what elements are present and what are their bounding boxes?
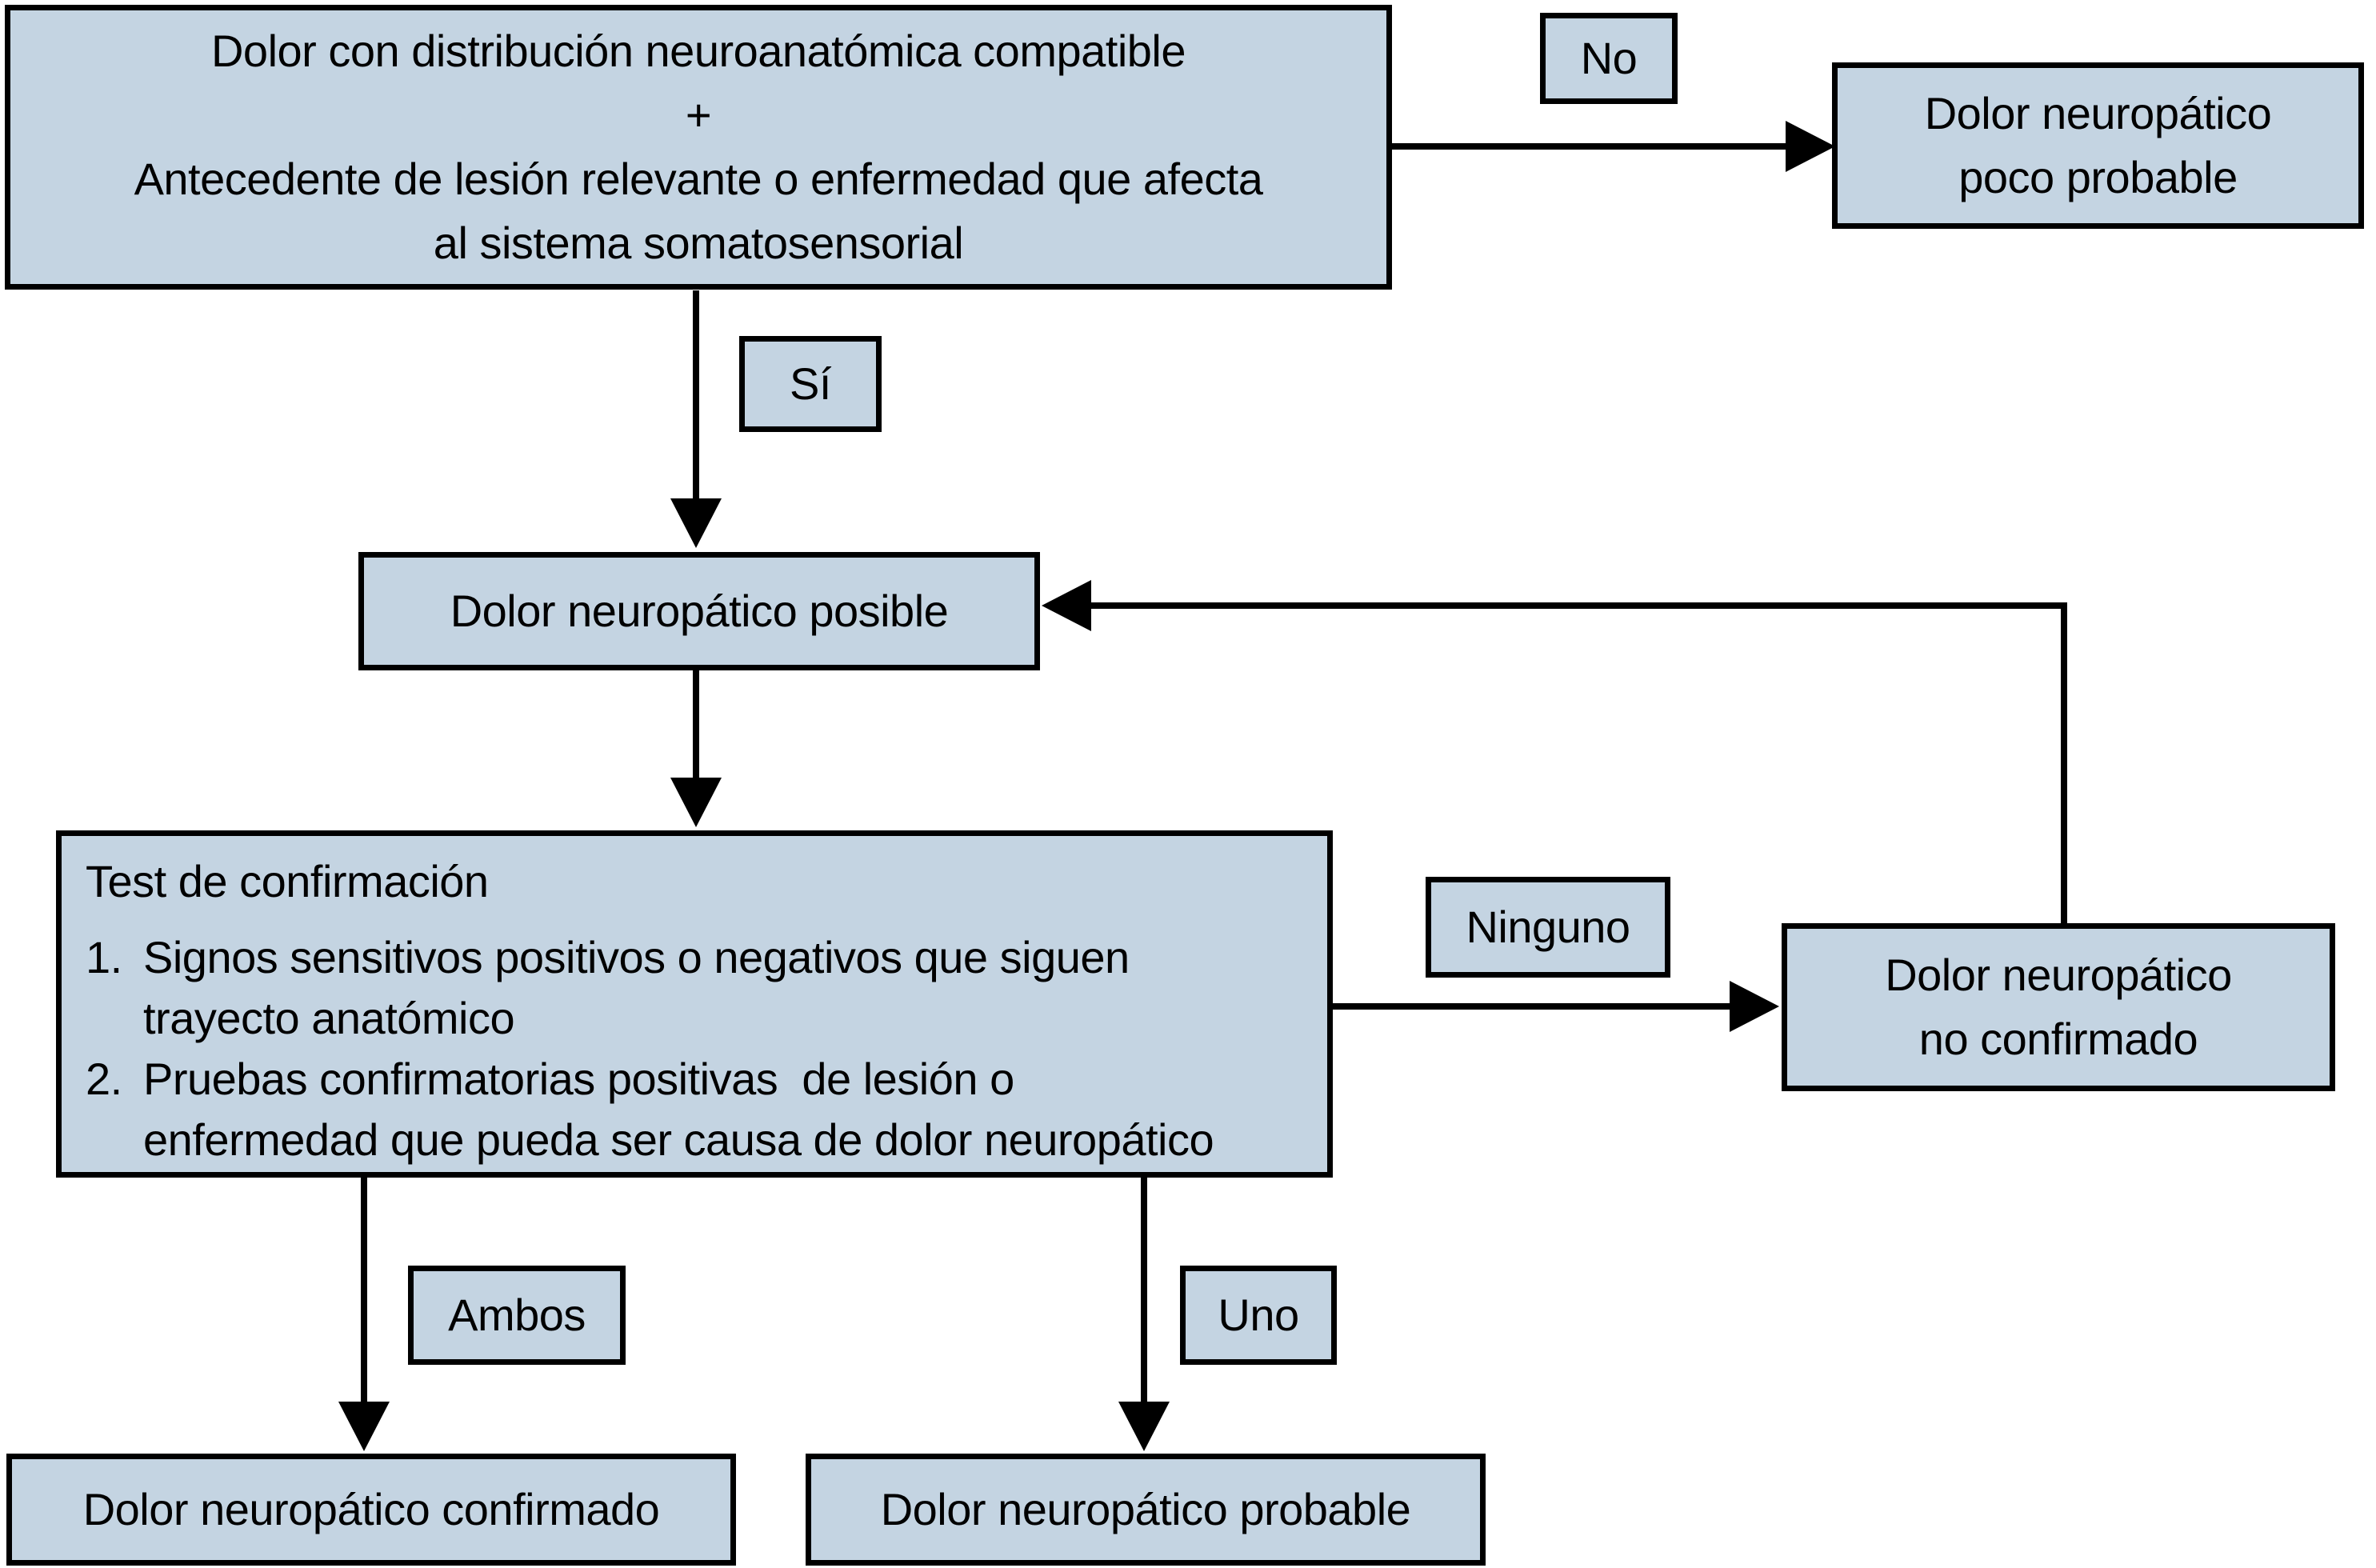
confirmation-test-item-2: 2. Pruebas confirmatorias positivas de l… <box>86 1049 1305 1170</box>
arrow-criteria-to-unlikely-head <box>1786 121 1835 172</box>
confirmation-test-item-2-marker: 2. <box>86 1054 122 1104</box>
arrow-criteria-to-possible-head <box>670 498 722 548</box>
node-confirmed-text: Dolor neuropático confirmado <box>82 1484 660 1534</box>
node-confirmed: Dolor neuropático confirmado <box>6 1454 736 1566</box>
arrow-possible-to-test-line <box>693 670 699 778</box>
arrow-test-to-probable-line <box>1141 1178 1147 1403</box>
edge-label-si: Sí <box>739 336 882 432</box>
node-unlikely-text: Dolor neuropático poco probable <box>1924 88 2272 202</box>
edge-label-no: No <box>1540 13 1678 104</box>
arrow-criteria-to-possible-line <box>693 290 699 498</box>
node-possible-text: Dolor neuropático posible <box>450 586 949 636</box>
arrow-test-to-confirmed-head <box>338 1402 390 1451</box>
node-probable-text: Dolor neuropático probable <box>880 1484 1411 1534</box>
edge-label-no-text: No <box>1580 33 1638 83</box>
confirmation-test-item-1: 1. Signos sensitivos positivos o negativ… <box>86 927 1305 1049</box>
confirmation-test-item-1-marker: 1. <box>86 932 122 982</box>
confirmation-test-item-2-text: Pruebas confirmatorias positivas de lesi… <box>143 1054 1214 1165</box>
confirmation-test-title: Test de confirmación <box>86 856 489 906</box>
edge-label-ambos: Ambos <box>408 1266 626 1365</box>
arrow-not-confirmed-feedback-horizontal <box>1091 602 2067 609</box>
edge-label-uno: Uno <box>1180 1266 1337 1365</box>
confirmation-test-item-1-text: Signos sensitivos positivos o negativos … <box>143 932 1130 1043</box>
node-possible: Dolor neuropático posible <box>358 552 1040 670</box>
arrow-not-confirmed-to-possible-head <box>1042 580 1091 631</box>
node-not-confirmed-text: Dolor neuropático no confirmado <box>1885 950 2232 1064</box>
edge-label-ninguno-text: Ninguno <box>1466 902 1630 952</box>
node-criteria-text: Dolor con distribución neuroanatómica co… <box>134 26 1263 268</box>
arrow-test-to-not-confirmed-line <box>1328 1003 1730 1010</box>
arrow-test-to-confirmed-line <box>361 1178 367 1403</box>
edge-label-ninguno: Ninguno <box>1426 877 1670 978</box>
arrow-test-to-not-confirmed-head <box>1730 981 1779 1032</box>
edge-label-uno-text: Uno <box>1218 1290 1299 1340</box>
node-confirmation-test: Test de confirmación 1. Signos sensitivo… <box>56 830 1333 1178</box>
node-criteria: Dolor con distribución neuroanatómica co… <box>5 5 1392 290</box>
arrow-not-confirmed-feedback-vertical <box>2061 602 2067 926</box>
node-unlikely: Dolor neuropático poco probable <box>1832 62 2364 229</box>
edge-label-si-text: Sí <box>790 358 831 409</box>
arrow-possible-to-test-head <box>670 778 722 827</box>
edge-label-ambos-text: Ambos <box>448 1290 586 1340</box>
arrow-test-to-probable-head <box>1118 1402 1170 1451</box>
node-probable: Dolor neuropático probable <box>806 1454 1486 1566</box>
arrow-criteria-to-unlikely-line <box>1392 143 1786 150</box>
node-not-confirmed: Dolor neuropático no confirmado <box>1782 923 2335 1091</box>
